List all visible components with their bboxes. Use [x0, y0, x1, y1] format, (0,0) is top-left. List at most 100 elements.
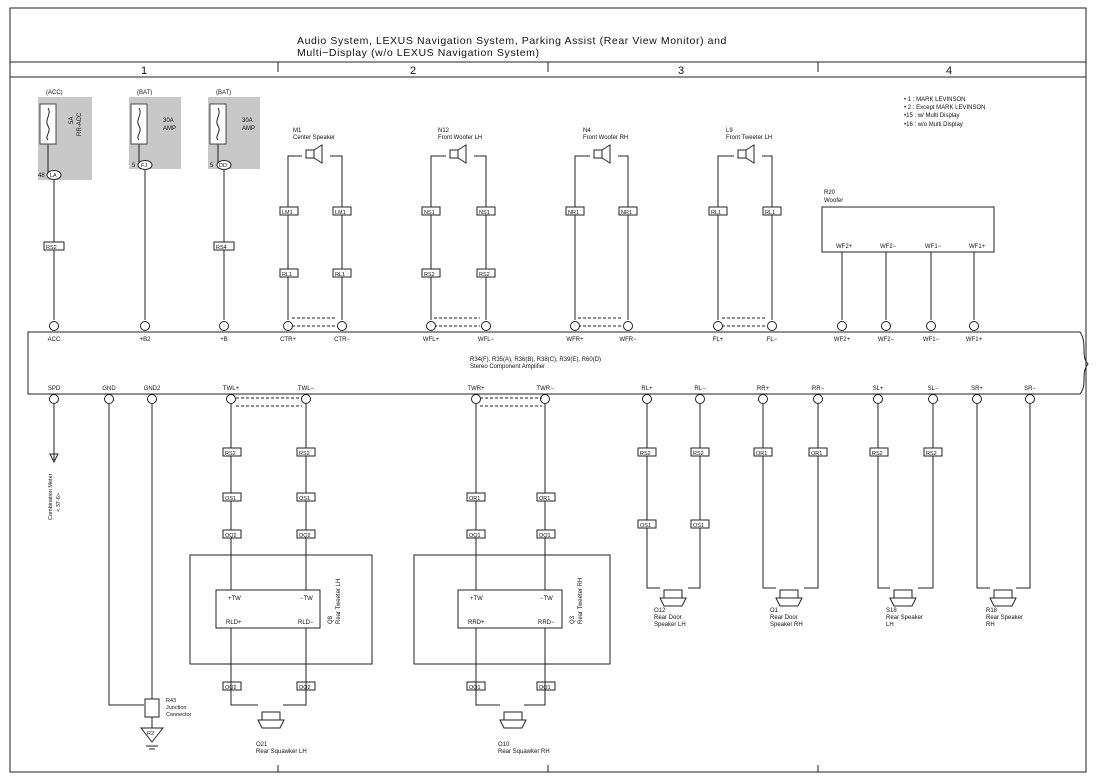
svg-text:OS1: OS1 — [640, 523, 651, 529]
svg-text:RLD−: RLD− — [298, 620, 314, 626]
svg-text:RL1: RL1 — [335, 272, 345, 278]
svg-text:RS2: RS2 — [693, 451, 704, 457]
relay-connector-rs4 — [213, 241, 235, 251]
svg-text:FJ: FJ — [141, 163, 147, 169]
svg-text:•15 : w/ Multi Display: •15 : w/ Multi Display — [904, 113, 959, 119]
amplifier-bottom-pin-circle — [540, 394, 550, 404]
svg-text:(BAT): (BAT) — [137, 90, 152, 96]
svg-text:NS1: NS1 — [424, 210, 435, 216]
amplifier-top-terminal-label: FL+ — [713, 337, 724, 343]
svg-text:Woofer: Woofer — [824, 198, 843, 204]
amplifier-top-pin-circle — [49, 321, 59, 331]
amplifier-top-terminal-label: WF2− — [878, 337, 895, 343]
svg-text:R18: R18 — [986, 608, 998, 614]
speaker-o1: O1 Rear Door Speaker RH — [770, 589, 803, 628]
amplifier-top-terminal-label: CTR− — [334, 337, 350, 343]
amplifier-bottom-terminal-label: TWL− — [298, 386, 315, 392]
amplifier-bottom-pin-circle — [226, 394, 236, 404]
svg-text:OR1: OR1 — [756, 451, 767, 457]
svg-text:Center Speaker: Center Speaker — [293, 135, 335, 141]
svg-text:Rear Squawker LH: Rear Squawker LH — [256, 749, 307, 755]
speaker-icon — [257, 711, 285, 729]
svg-text:• 1 : MARK LEVINSON: • 1 : MARK LEVINSON — [904, 97, 965, 103]
svg-text:S18: S18 — [886, 608, 897, 614]
amplifier-bottom-terminal-label: TWL+ — [223, 386, 240, 392]
svg-text:Rear Tweeter RH: Rear Tweeter RH — [578, 578, 584, 624]
svg-text:Front Woofer LH: Front Woofer LH — [438, 135, 482, 141]
svg-text:LA: LA — [50, 173, 57, 179]
amplifier-top-terminal-label: CTR+ — [280, 337, 296, 343]
amplifier-bottom-pin-circle — [147, 394, 157, 404]
svg-text:WF2−: WF2− — [880, 244, 897, 250]
fuse-rr-acc: (ACC) 5A RR-ACC — [38, 90, 92, 180]
svg-text:Front Tweeter LH: Front Tweeter LH — [726, 135, 772, 141]
svg-text:RS4: RS4 — [216, 245, 227, 251]
combination-meter-ref: < 37-6> — [56, 493, 62, 512]
fuse-icon — [137, 107, 141, 141]
amplifier-top-terminal-label: WFL− — [478, 337, 495, 343]
amplifier-top-pin-circle — [713, 321, 723, 331]
amplifier-top-pin-circle — [767, 321, 777, 331]
amplifier-top-terminal-label: WFR+ — [566, 337, 584, 343]
svg-text:RS2: RS2 — [299, 451, 310, 457]
amplifier-bottom-pin-circle — [471, 394, 481, 404]
svg-text:(ACC): (ACC) — [46, 90, 63, 96]
svg-text:O1: O1 — [770, 608, 779, 614]
svg-text:(BAT): (BAT) — [216, 90, 231, 96]
svg-text:RRD+: RRD+ — [468, 620, 485, 626]
svg-text:−TW: −TW — [540, 596, 553, 602]
svg-text:OS1: OS1 — [225, 496, 236, 502]
svg-text:OQ2: OQ2 — [299, 533, 311, 539]
svg-text:N4: N4 — [583, 128, 591, 134]
svg-text:OR1: OR1 — [811, 451, 822, 457]
svg-text:RS2: RS2 — [46, 245, 57, 251]
amplifier-bottom-pin-circle — [642, 394, 652, 404]
svg-text:NS1: NS1 — [479, 210, 490, 216]
svg-text:5: 5 — [132, 163, 136, 169]
amplifier-bottom-pin-circle — [873, 394, 883, 404]
svg-text:RS2: RS2 — [479, 272, 490, 278]
svg-text:Q8: Q8 — [328, 615, 334, 624]
svg-text:RL1: RL1 — [711, 210, 721, 216]
speaker-r18: R18 Rear Speaker RH — [986, 589, 1023, 628]
svg-text:NR1: NR1 — [568, 210, 579, 216]
column-number-2: 2 — [410, 65, 416, 77]
amplifier-top-terminal-label: WF2+ — [834, 337, 851, 343]
amplifier-bottom-terminal-label: RL− — [694, 386, 706, 392]
svg-text:RS2: RS2 — [926, 451, 937, 457]
svg-text:Speaker LH: Speaker LH — [654, 622, 686, 628]
rear-connectors-rear-lh: RS2 RS2 — [869, 447, 943, 457]
amplifier-top-pin-circle — [969, 321, 979, 331]
amplifier-bottom-terminal-label: SL+ — [873, 386, 884, 392]
amplifier-bottom-pin-circle — [758, 394, 768, 404]
amplifier-bottom-terminal-label: GND — [102, 386, 116, 392]
svg-text:RH: RH — [986, 622, 995, 628]
svg-text:Speaker RH: Speaker RH — [770, 622, 803, 628]
rear-tweeter-q8: +TW −TW RLD+ RLD− Q8 Rear Tweeter LH — [215, 579, 342, 629]
amplifier-top-pin-circle — [623, 321, 633, 331]
amplifier-top-terminal-label: +B — [220, 337, 228, 343]
svg-text:RL1: RL1 — [765, 210, 775, 216]
svg-text:−TW: −TW — [300, 596, 313, 602]
amplifier-top-terminal-label: +B2 — [140, 337, 152, 343]
amplifier-top-pin-circle — [570, 321, 580, 331]
amplifier-top-terminal-label: ACC — [48, 337, 61, 343]
svg-text:30A: 30A — [163, 118, 174, 124]
svg-text:O10: O10 — [498, 742, 510, 748]
speaker-icon — [593, 144, 611, 164]
fuse-icon — [46, 107, 50, 141]
amplifier-top-pin-circle — [837, 321, 847, 331]
amplifier-body — [27, 331, 1089, 395]
amplifier-top-terminal-label: WF1+ — [966, 337, 983, 343]
svg-text:O21: O21 — [256, 742, 268, 748]
svg-text:M1: M1 — [293, 128, 302, 134]
amplifier-top-pin-circle — [881, 321, 891, 331]
amplifier-bottom-pin-circle — [1025, 394, 1035, 404]
amplifier-top-pin-circle — [140, 321, 150, 331]
column-number-3: 3 — [678, 65, 684, 77]
speaker-l9: L9 Front Tweeter LH — [726, 128, 772, 164]
amplifier-codes: R34(F), R35(A), R36(B), R38(C), R39(E), … — [470, 357, 601, 363]
fuse-amp-1: (BAT) 30A AMP — [129, 90, 181, 169]
svg-text:WF2+: WF2+ — [836, 244, 853, 250]
connector-dd — [216, 160, 232, 170]
